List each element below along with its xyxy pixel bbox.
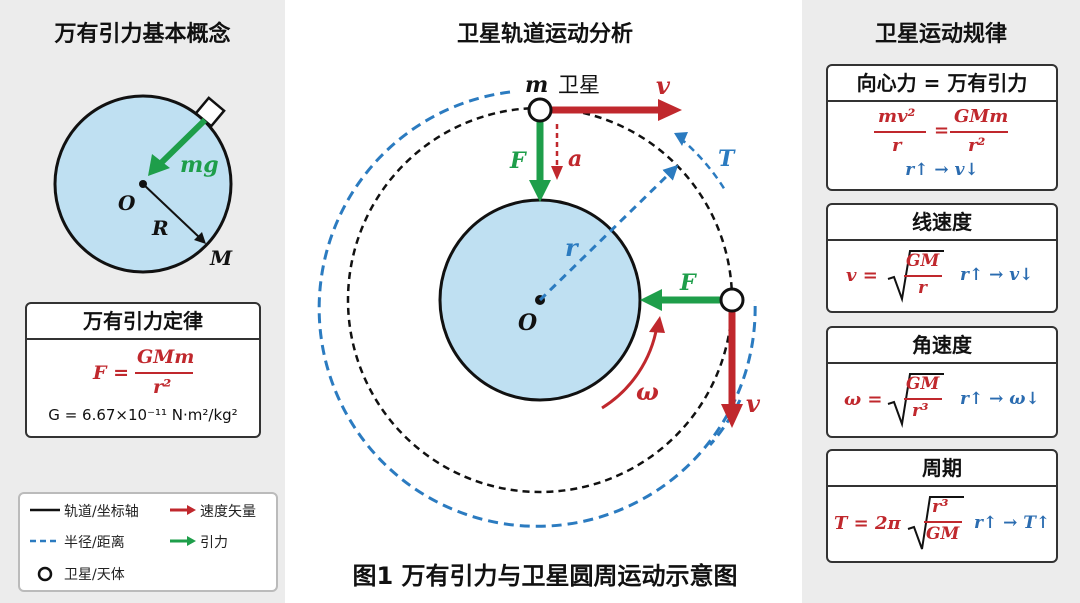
a-arrowhead <box>551 166 563 180</box>
legend-body-label: 卫星/天体 <box>64 567 125 583</box>
mg-arrowhead <box>148 154 170 176</box>
w-sqrt-sign <box>887 373 944 428</box>
period-box: 周期 T = 2π r³ GM r↑ → T↑ <box>826 449 1058 563</box>
legend: 轨道/坐标轴 速度矢量 半径/距离 引力 卫星/天体 <box>18 492 278 592</box>
w-relation: r↑ → ω↓ <box>960 389 1040 409</box>
R-line <box>142 183 201 239</box>
formula-F-num: GMm <box>137 346 195 368</box>
v-den: r <box>918 278 927 298</box>
linear-velocity-formula: v = GM r r↑ → v↓ <box>828 241 1056 311</box>
c-num2: GMm <box>954 106 1009 127</box>
formula-F-lhs: F = <box>93 362 130 384</box>
centripetal-formula: mv² r = GMm r² <box>828 102 1056 164</box>
centripetal-title: 向心力 = 万有引力 <box>828 66 1056 102</box>
gravity-law-box: 万有引力定律 F = GMm r² G = 6.67×10⁻¹¹ N·m²/kg… <box>25 302 261 438</box>
w-lhs: ω = <box>844 389 883 410</box>
T-den: GM <box>926 524 960 544</box>
M-label: M <box>209 246 233 270</box>
v-bar <box>904 275 942 277</box>
T-bar <box>924 521 962 523</box>
right-panel: 卫星运动规律 向心力 = 万有引力 mv² r = GMm r² r↑ → v↓… <box>802 0 1080 603</box>
left-panel: 万有引力基本概念 mg O R M 万有引力定律 F = GMm r² G = … <box>0 0 285 603</box>
period-arrowhead <box>674 132 688 146</box>
v-num: GM <box>906 251 940 271</box>
c-num1: mv² <box>878 106 916 127</box>
orbit-diagram: O r T v F a m 卫星 F v ω <box>317 71 761 528</box>
mg-arrow <box>157 117 208 167</box>
satellite-top <box>527 97 553 123</box>
omega-arrowhead <box>649 316 665 333</box>
O-label-center: O <box>518 310 537 336</box>
legend-force-label: 引力 <box>200 535 228 551</box>
legend-force-swatch <box>170 536 196 546</box>
v-relation: r↑ → v↓ <box>960 265 1034 285</box>
linear-velocity-box: 线速度 v = GM r r↑ → v↓ <box>826 203 1058 313</box>
v-top-arrowhead <box>658 99 682 121</box>
T-relation: r↑ → T↑ <box>974 513 1051 533</box>
linear-velocity-title: 线速度 <box>828 205 1056 241</box>
outer-dashed-orbit <box>317 90 757 528</box>
satellite-m-label: m <box>525 72 548 98</box>
R-arrowhead <box>194 232 206 244</box>
r-label: r <box>565 233 580 262</box>
outer-dashed-orbit-right <box>708 399 742 446</box>
legend-body-swatch <box>37 566 53 582</box>
left-title: 万有引力基本概念 <box>54 22 231 47</box>
angular-velocity-title: 角速度 <box>828 328 1056 364</box>
center-title: 卫星轨道运动分析 <box>456 22 633 47</box>
c-den2: r² <box>968 135 986 156</box>
gravity-constant: G = 6.67×10⁻¹¹ N·m²/kg² <box>48 406 238 424</box>
v-lhs: v = <box>846 265 878 286</box>
c-bar2 <box>950 131 1008 133</box>
legend-vector-swatch <box>170 505 196 515</box>
right-title: 卫星运动规律 <box>874 22 1007 47</box>
omega-arc <box>601 325 659 410</box>
c-bar1 <box>874 131 926 133</box>
O-label-small: O <box>118 191 136 215</box>
satellite-text-label: 卫星 <box>558 73 600 97</box>
T-lhs: T = 2π <box>834 513 901 534</box>
F-top-arrowhead <box>529 180 551 202</box>
v-right-label: v <box>746 389 761 418</box>
c-eq: = <box>934 120 950 141</box>
R-label: R <box>151 216 169 240</box>
c-relation: r↑ → v↓ <box>905 160 979 180</box>
a-label: a <box>568 146 582 172</box>
angular-velocity-formula: ω = GM r³ r↑ → ω↓ <box>828 364 1056 436</box>
period-title: 周期 <box>828 451 1056 487</box>
T-label: T <box>718 146 736 172</box>
radius-line <box>538 164 679 302</box>
mg-label: mg <box>180 152 219 178</box>
gravity-law-formula: F = GMm r² <box>27 340 259 400</box>
small-circle-diagram: mg O R M <box>53 94 233 274</box>
formula-F-den: r² <box>153 376 172 398</box>
w-bar <box>904 398 942 400</box>
angular-velocity-box: 角速度 ω = GM r³ r↑ → ω↓ <box>826 326 1058 438</box>
c-den1: r <box>892 135 902 156</box>
v-top-label: v <box>656 71 671 100</box>
figure-caption: 图1 万有引力与卫星圆周运动示意图 <box>352 562 738 590</box>
legend-dashed-swatch <box>30 539 60 543</box>
T-num: r³ <box>932 497 949 517</box>
T-sqrt-sign <box>907 496 964 550</box>
period-formula: T = 2π r³ GM r↑ → T↑ <box>828 487 1056 561</box>
legend-dashed-label: 半径/距离 <box>64 535 125 551</box>
F-right-arrowhead <box>640 289 662 311</box>
legend-line-swatch <box>30 508 60 512</box>
w-num: GM <box>906 374 940 394</box>
F-right-label: F <box>679 270 697 296</box>
satellite-right <box>719 287 745 313</box>
omega-label: ω <box>636 377 659 406</box>
v-right-arrowhead <box>721 404 743 428</box>
formula-F-bar <box>135 372 193 374</box>
gravity-law-title: 万有引力定律 <box>27 304 259 340</box>
legend-line-label: 轨道/坐标轴 <box>64 504 139 520</box>
F-top-label: F <box>509 148 527 174</box>
centripetal-box: 向心力 = 万有引力 mv² r = GMm r² r↑ → v↓ <box>826 64 1058 191</box>
legend-vector-label: 速度矢量 <box>200 504 256 520</box>
w-den: r³ <box>912 401 929 421</box>
v-sqrt-sign <box>887 250 944 303</box>
